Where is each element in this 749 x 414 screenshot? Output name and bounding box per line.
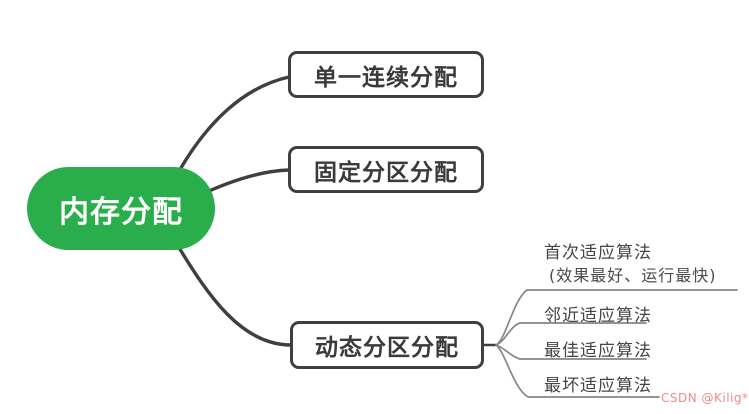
- branch-label: 动态分区分配: [315, 335, 459, 361]
- connector-leaf-3: [495, 344, 647, 360]
- leaf-node-first-fit-note: (效果最好、运行最快): [549, 266, 717, 285]
- branch-node-fixed-partition-allocation[interactable]: 固定分区分配: [288, 146, 484, 193]
- leaf-node-worst-fit[interactable]: 最坏适应算法: [544, 376, 652, 396]
- leaf-node-best-fit[interactable]: 最佳适应算法: [544, 341, 652, 361]
- connector-root-branch-1: [176, 75, 291, 175]
- leaf-node-next-fit[interactable]: 邻近适应算法: [544, 306, 652, 326]
- branch-label: 固定分区分配: [314, 159, 458, 186]
- branch-label: 单一连续分配: [314, 64, 458, 91]
- connector-leaf-4: [495, 344, 660, 398]
- root-node-label: 内存分配: [59, 194, 183, 230]
- root-node-memory-allocation[interactable]: 内存分配: [27, 167, 215, 250]
- branch-node-dynamic-partition-allocation[interactable]: 动态分区分配: [290, 321, 484, 369]
- connector-root-branch-3: [176, 244, 293, 347]
- leaf-node-first-fit[interactable]: 首次适应算法: [544, 243, 652, 263]
- branch-node-single-continuous-allocation[interactable]: 单一连续分配: [288, 51, 484, 98]
- watermark: CSDN @Kilig*: [661, 391, 749, 405]
- connector-leaf-2: [495, 322, 647, 346]
